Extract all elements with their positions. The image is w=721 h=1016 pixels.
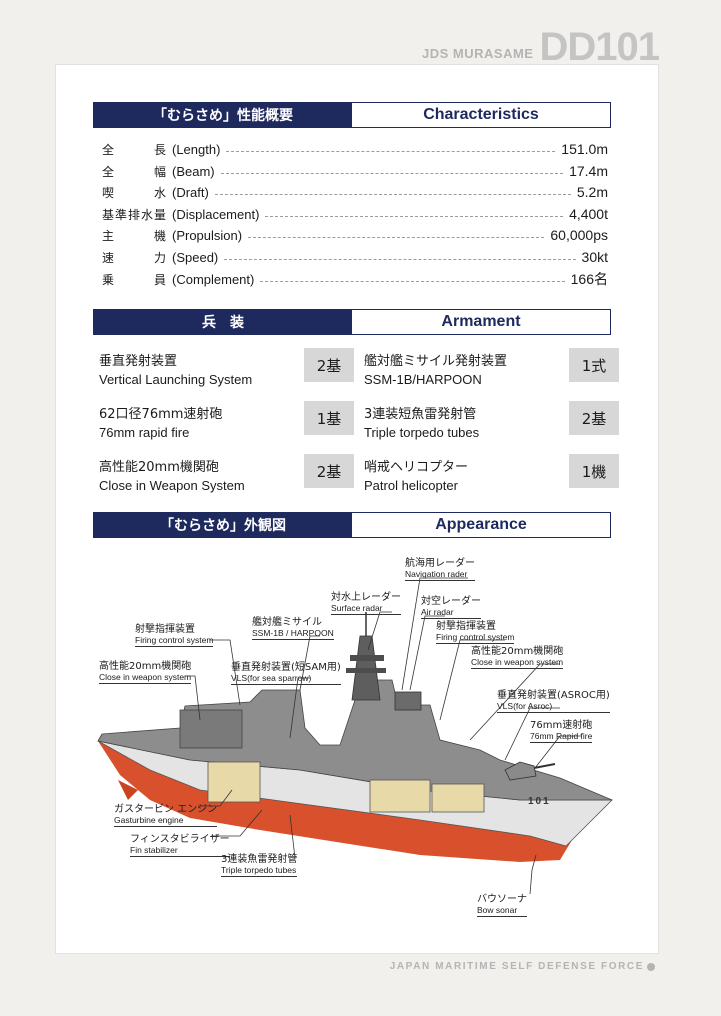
characteristic-row: 基準排水量 (Displacement) 4,400t xyxy=(102,204,608,224)
callout-ciws-fwd: 高性能20mm機関砲 Close in weapon system xyxy=(471,642,563,669)
characteristic-name-jp: 乗員 xyxy=(102,272,166,287)
armament-count: 1基 xyxy=(304,401,354,435)
characteristic-name-jp: 喫水 xyxy=(102,185,166,200)
characteristic-name-jp: 全幅 xyxy=(102,164,166,179)
footer-dot-icon xyxy=(647,962,655,971)
armament-count: 2基 xyxy=(304,454,354,488)
characteristics-title-jp: 「むらさめ」性能概要 xyxy=(94,103,352,127)
armament-item: 哨戒ヘリコプター Patrol helicopter 1機 xyxy=(364,454,619,506)
dotted-leader xyxy=(214,193,571,195)
characteristic-name-en: (Draft) xyxy=(172,184,209,200)
armament-item: 高性能20mm機関砲 Close in Weapon System 2基 xyxy=(99,454,354,506)
callout-navigation-radar: 航海用レーダー Navigation rader xyxy=(405,554,475,581)
characteristic-value: 60,000ps xyxy=(550,227,608,243)
armament-name-en: SSM-1B/HARPOON xyxy=(364,372,482,387)
dotted-leader xyxy=(226,150,556,152)
callout-air-radar: 対空レーダー Air radar xyxy=(421,592,481,619)
characteristics-title-en: Characteristics xyxy=(352,103,610,127)
armament-name-en: Patrol helicopter xyxy=(364,478,458,493)
ship-name-header: JDS MURASAME xyxy=(422,46,534,61)
armament-name-en: 76mm rapid fire xyxy=(99,425,190,440)
characteristic-value: 5.2m xyxy=(576,184,608,200)
dotted-leader xyxy=(265,215,564,217)
footer-text: JAPAN MARITIME SELF DEFENSE FORCE xyxy=(389,961,644,972)
callout-vls-sea-sparrow: 垂直発射装置(短SAM用) VLS(for sea sparrow) xyxy=(231,658,341,685)
armament-title-jp: 兵 装 xyxy=(94,310,352,334)
armament-name-jp: 62口径76mm速射砲 xyxy=(99,407,223,422)
characteristic-value: 4,400t xyxy=(569,206,608,222)
characteristic-name-en: (Propulsion) xyxy=(172,227,243,243)
characteristic-row: 主機 (Propulsion) 60,000ps xyxy=(102,225,608,245)
armament-count: 1式 xyxy=(569,348,619,382)
armament-name-en: Triple torpedo tubes xyxy=(364,425,480,440)
dotted-leader xyxy=(260,280,565,282)
characteristic-name-en: (Beam) xyxy=(172,163,215,179)
characteristic-row: 喫水 (Draft) 5.2m xyxy=(102,182,608,202)
characteristic-name-en: (Complement) xyxy=(172,271,255,287)
armament-item: 3連装短魚雷発射管 Triple torpedo tubes 2基 xyxy=(364,401,619,453)
characteristic-name-jp: 基準排水量 xyxy=(102,207,166,222)
armament-name-en: Close in Weapon System xyxy=(99,478,245,493)
callout-fin-stabilizer: フィンスタビライザー Fin stabilizer xyxy=(130,830,230,857)
hull-number: 101 xyxy=(528,796,551,807)
characteristic-row: 全幅 (Beam) 17.4m xyxy=(102,161,608,181)
appearance-title-jp: 「むらさめ」外観図 xyxy=(94,513,352,537)
characteristics-header: 「むらさめ」性能概要 Characteristics xyxy=(93,102,611,128)
characteristic-name-jp: 主機 xyxy=(102,228,166,243)
callout-ciws-aft: 高性能20mm機関砲 Close in weapon system xyxy=(99,657,191,684)
callout-surface-radar: 対水上レーダー Surface radar xyxy=(331,588,401,615)
armament-header: 兵 装 Armament xyxy=(93,309,611,335)
callout-vls-asroc: 垂直発射装置(ASROC用) VLS(for Asroc) xyxy=(497,686,610,713)
page-footer: JAPAN MARITIME SELF DEFENSE FORCE xyxy=(390,961,655,972)
callout-bow-sonar: バウソーナ Bow sonar xyxy=(477,890,527,917)
dotted-leader xyxy=(248,236,545,238)
callout-firing-control-aft: 射撃指揮装置 Firing control system xyxy=(135,620,213,647)
characteristic-name-en: (Length) xyxy=(172,141,221,157)
armament-name-jp: 高性能20mm機関砲 xyxy=(99,460,219,475)
characteristic-row: 速力 (Speed) 30kt xyxy=(102,247,608,267)
characteristic-row: 乗員 (Complement) 166名 xyxy=(102,269,608,289)
armament-count: 2基 xyxy=(569,401,619,435)
armament-count: 1機 xyxy=(569,454,619,488)
characteristic-value: 166名 xyxy=(570,271,608,287)
armament-name-jp: 艦対艦ミサイル発射装置 xyxy=(364,354,508,369)
armament-item: 62口径76mm速射砲 76mm rapid fire 1基 xyxy=(99,401,354,453)
hull-code-header: DD101 xyxy=(539,25,660,69)
characteristic-row: 全長 (Length) 151.0m xyxy=(102,139,608,159)
characteristic-value: 30kt xyxy=(581,249,608,265)
appearance-title-en: Appearance xyxy=(352,513,610,537)
armament-name-jp: 3連装短魚雷発射管 xyxy=(364,407,477,422)
callout-gas-turbine: ガスタービン エンジン Gasturbine engine xyxy=(114,800,217,827)
armament-item: 艦対艦ミサイル発射装置 SSM-1B/HARPOON 1式 xyxy=(364,348,619,400)
callout-ssm-harpoon: 艦対艦ミサイル SSM-1B / HARPOON xyxy=(252,613,334,640)
armament-name-en: Vertical Launching System xyxy=(99,372,253,387)
characteristic-value: 151.0m xyxy=(561,141,608,157)
dotted-leader xyxy=(224,258,576,260)
characteristic-name-jp: 速力 xyxy=(102,250,166,265)
appearance-header: 「むらさめ」外観図 Appearance xyxy=(93,512,611,538)
armament-item: 垂直発射装置 Vertical Launching System 2基 xyxy=(99,348,354,400)
callout-torpedo-tubes: 3連装魚雷発射管 Triple torpedo tubes xyxy=(221,850,297,877)
page-header: JDS MURASAME DD101 xyxy=(422,25,660,69)
callout-firing-control-fwd: 射撃指揮装置 Firing control system xyxy=(436,617,514,644)
armament-count: 2基 xyxy=(304,348,354,382)
armament-name-jp: 哨戒ヘリコプター xyxy=(364,460,469,475)
characteristic-name-en: (Speed) xyxy=(172,249,219,265)
characteristic-name-en: (Displacement) xyxy=(172,206,260,222)
characteristic-name-jp: 全長 xyxy=(102,142,166,157)
armament-title-en: Armament xyxy=(352,310,610,334)
armament-name-jp: 垂直発射装置 xyxy=(99,354,178,369)
characteristic-value: 17.4m xyxy=(569,163,608,179)
dotted-leader xyxy=(220,172,564,174)
